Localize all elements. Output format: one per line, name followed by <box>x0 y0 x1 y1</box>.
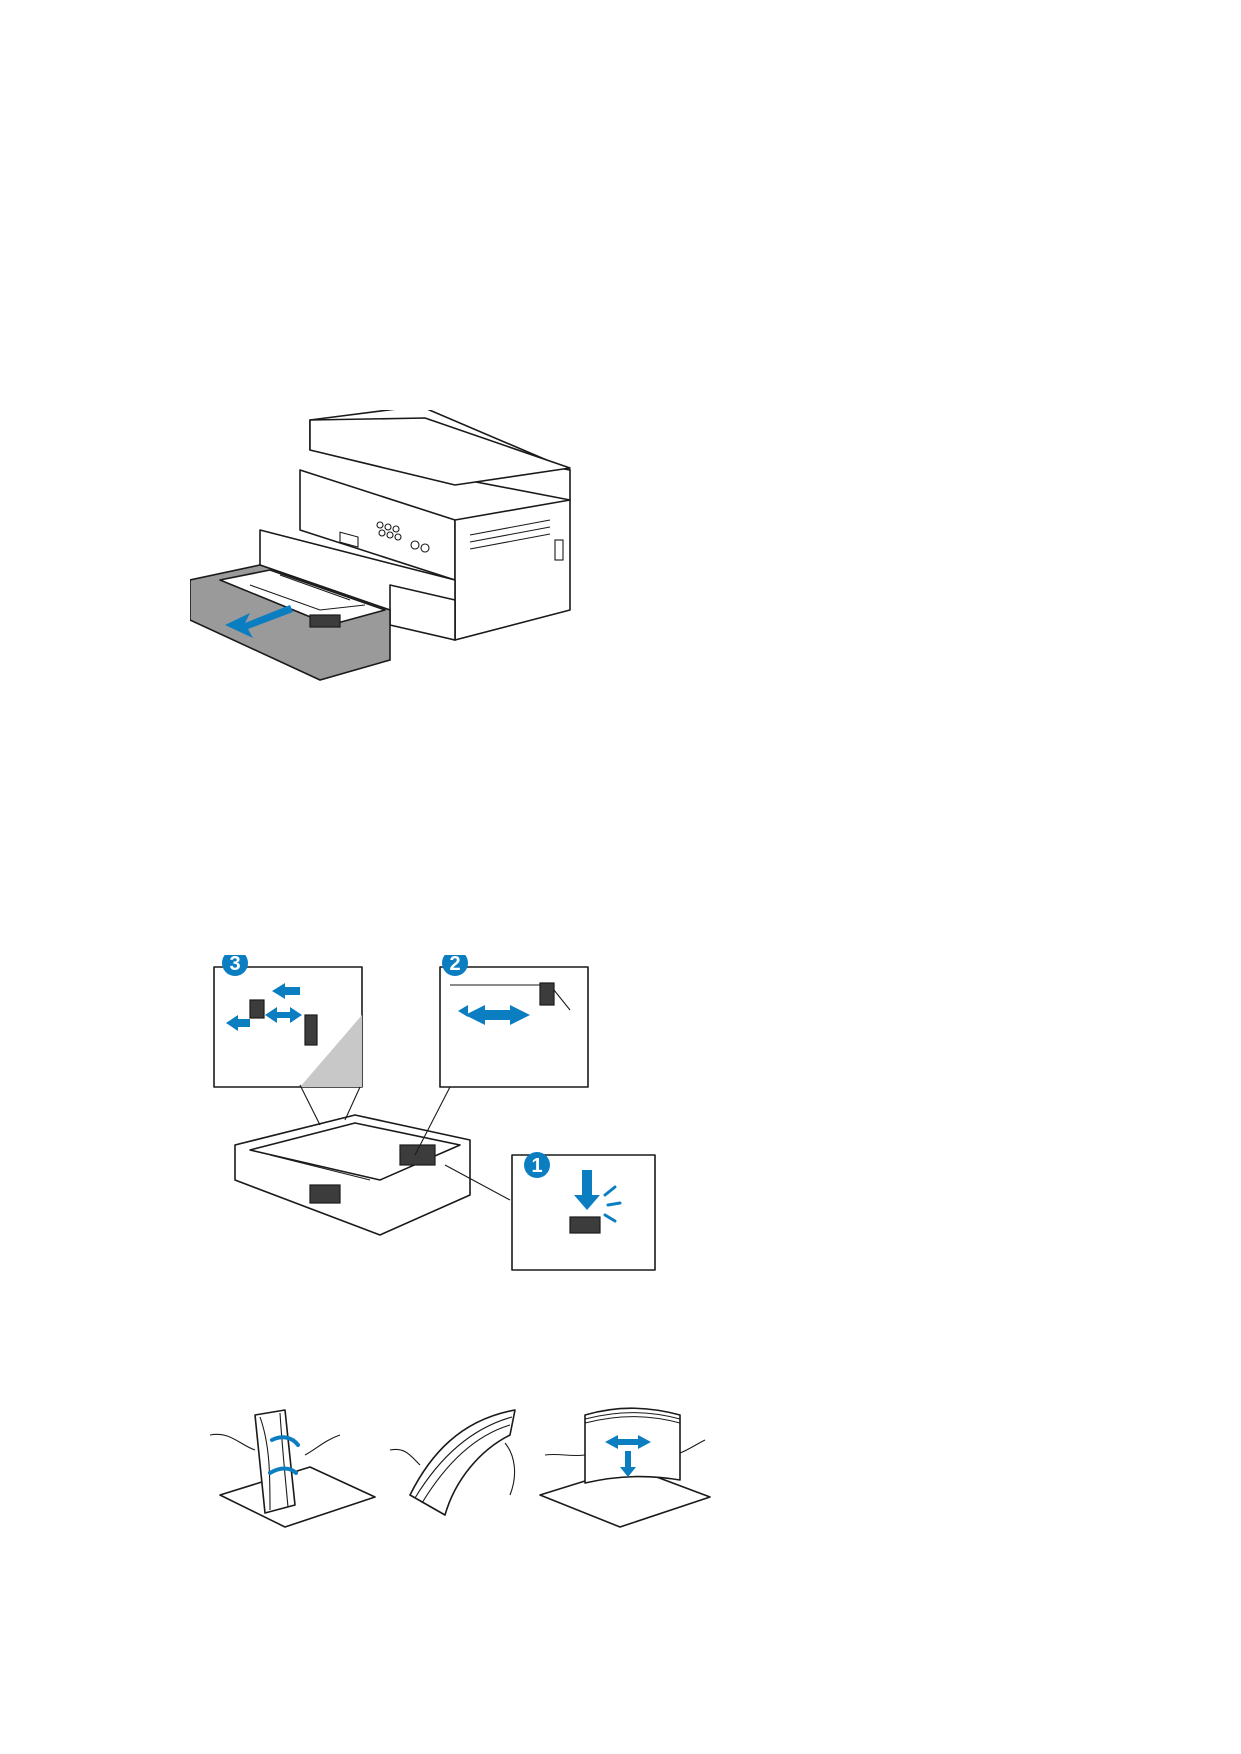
side-handle <box>554 539 564 561</box>
tray-guide <box>309 614 341 628</box>
callout-box-2: 2 <box>439 955 589 1088</box>
callout-badge-2 <box>442 955 468 976</box>
press-down-arrow-icon <box>574 1170 600 1210</box>
callout-box-1: 1 <box>444 1152 656 1271</box>
flex-arrow-bottom-icon <box>268 1466 298 1475</box>
length-guide <box>309 1184 341 1204</box>
tray-guides-illustration: 3 2 1 <box>213 955 656 1271</box>
callout-box-3: 3 <box>213 955 363 1088</box>
align-edges-panel <box>539 1407 711 1528</box>
pull-out-arrow-icon <box>225 605 293 638</box>
align-down-arrow-icon <box>620 1451 636 1477</box>
callout-badge-3 <box>222 955 248 976</box>
width-guide <box>399 1144 436 1166</box>
arrow-in-left-icon <box>226 1015 250 1031</box>
arrow-in-top-icon <box>272 983 300 999</box>
fan-stack-panel <box>389 1409 516 1516</box>
callout-badge-1 <box>524 1152 550 1178</box>
callout-number-3: 3 <box>229 955 240 975</box>
flex-paper-panel <box>210 1409 376 1528</box>
length-guide-handle <box>249 999 265 1019</box>
callout-number-2: 2 <box>449 955 460 975</box>
fan-paper-illustration <box>210 1407 711 1528</box>
click-lines-icon <box>603 1185 622 1223</box>
printer-tray-open-illustration <box>190 410 571 681</box>
tray-inner <box>219 569 386 626</box>
printer-body-side <box>454 499 571 641</box>
flex-arrow-top-icon <box>270 1435 300 1447</box>
arrow-width-guide-icon <box>465 1005 530 1025</box>
side-vent-icon <box>469 519 551 550</box>
paper-tray-open <box>234 1084 471 1236</box>
display-screen <box>339 531 359 548</box>
align-horizontal-arrow-icon <box>605 1435 651 1449</box>
arrow-slide-icon <box>265 1007 302 1023</box>
callout-number-1: 1 <box>531 1155 542 1177</box>
keypad-icon <box>376 521 430 553</box>
